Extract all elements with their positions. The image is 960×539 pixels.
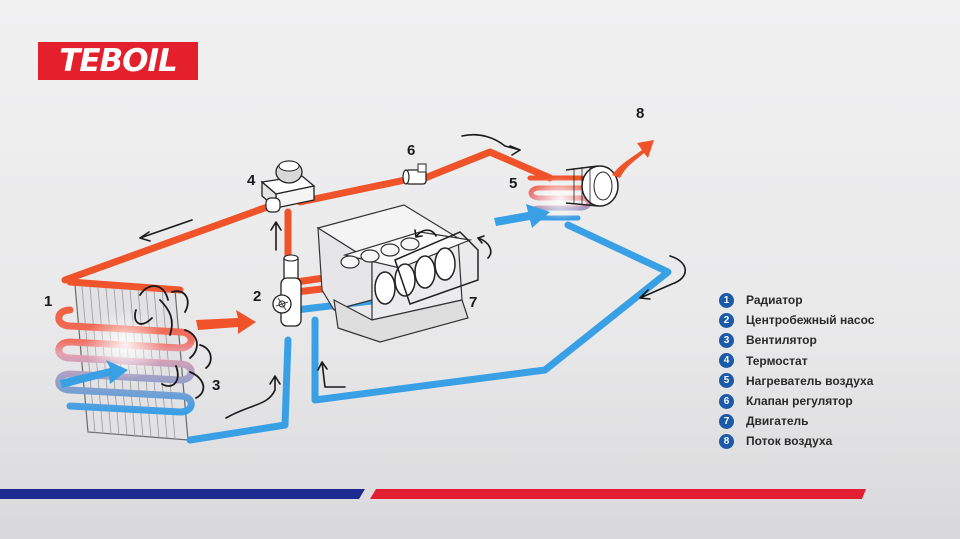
footer-bar-blue bbox=[0, 489, 365, 499]
legend-item: 3 Вентилятор bbox=[719, 330, 874, 350]
legend-label: Нагреватель воздуха bbox=[746, 373, 874, 388]
blower-motor bbox=[565, 165, 619, 207]
thermostat bbox=[260, 160, 316, 213]
legend-label: Термостат bbox=[746, 353, 808, 368]
legend-label: Центробежный насос bbox=[746, 313, 875, 328]
callout-3: 3 bbox=[212, 377, 220, 394]
engine bbox=[316, 204, 479, 343]
legend-badge: 7 bbox=[719, 413, 734, 429]
air-flow-arrows bbox=[60, 140, 654, 388]
legend-badge: 3 bbox=[719, 332, 734, 348]
callout-4: 4 bbox=[247, 172, 256, 189]
footer-bar-red bbox=[370, 489, 866, 499]
pump bbox=[272, 254, 302, 327]
legend-item: 2 Центробежный насос bbox=[719, 310, 874, 330]
callout-8: 8 bbox=[636, 105, 644, 122]
legend: 1 Радиатор 2 Центробежный насос 3 Вентилято… bbox=[719, 290, 874, 452]
legend-item: 6 Клапан регулятор bbox=[719, 391, 874, 411]
callout-2: 2 bbox=[253, 288, 261, 305]
legend-label: Радиатор bbox=[746, 293, 803, 308]
radiator bbox=[55, 278, 195, 441]
legend-item: 8 Поток воздуха bbox=[719, 431, 874, 451]
legend-item: 7 Двигатель bbox=[719, 411, 874, 431]
control-valve bbox=[402, 163, 427, 185]
callout-1: 1 bbox=[44, 293, 52, 310]
legend-badge: 4 bbox=[719, 353, 734, 369]
callout-6: 6 bbox=[407, 142, 415, 159]
legend-label: Двигатель bbox=[746, 414, 809, 429]
teboil-logo: TEBOIL bbox=[38, 42, 198, 80]
legend-label: Вентилятор bbox=[746, 333, 817, 348]
flow-arrow-black bbox=[139, 133, 687, 419]
logo-text: TEBOIL bbox=[59, 43, 178, 79]
fan bbox=[134, 285, 212, 399]
legend-item: 4 Термостат bbox=[719, 351, 874, 371]
legend-badge: 1 bbox=[719, 292, 734, 308]
callout-7: 7 bbox=[469, 294, 477, 311]
legend-item: 1 Радиатор bbox=[719, 290, 874, 310]
legend-badge: 5 bbox=[719, 373, 734, 389]
legend-item: 5 Нагреватель воздуха bbox=[719, 371, 874, 391]
callout-5: 5 bbox=[509, 175, 517, 192]
legend-label: Поток воздуха bbox=[746, 434, 833, 449]
legend-badge: 8 bbox=[719, 433, 734, 449]
legend-badge: 6 bbox=[719, 393, 734, 409]
legend-badge: 2 bbox=[719, 312, 734, 328]
legend-label: Клапан регулятор bbox=[746, 394, 853, 409]
